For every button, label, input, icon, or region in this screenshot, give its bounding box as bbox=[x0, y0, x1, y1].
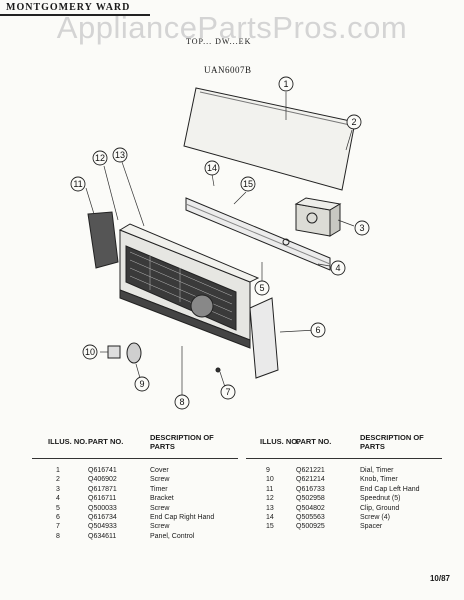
callout-label: 9 bbox=[139, 379, 144, 389]
table-cell-part: Q500033 bbox=[88, 504, 117, 512]
table-cell-part: Q616734 bbox=[88, 514, 117, 521]
table-cell-no: 13 bbox=[266, 504, 274, 512]
table-cell-part: Q616741 bbox=[88, 467, 117, 474]
callout-11 bbox=[70, 176, 86, 192]
callout-label: 13 bbox=[115, 150, 125, 160]
callout-9 bbox=[134, 376, 150, 392]
timer-unit bbox=[294, 197, 342, 237]
callout-15 bbox=[240, 176, 256, 192]
callout-3 bbox=[354, 220, 370, 236]
callout-5 bbox=[254, 280, 270, 296]
callout-label: 6 bbox=[315, 325, 320, 335]
callout-label: 11 bbox=[73, 179, 82, 189]
table-cell-part: Q616711 bbox=[88, 495, 117, 503]
control-panel bbox=[118, 223, 260, 349]
callout-1 bbox=[278, 76, 294, 92]
cover-panel bbox=[183, 87, 356, 191]
callout-label: 7 bbox=[225, 387, 230, 397]
table-cell-desc: Bracket bbox=[150, 495, 174, 503]
callout-10 bbox=[82, 344, 98, 360]
timer-knob bbox=[107, 345, 121, 359]
table-cell-part: Q505563 bbox=[296, 514, 325, 521]
callout-2 bbox=[346, 114, 362, 130]
callout-label: 12 bbox=[95, 153, 105, 163]
table-cell-no: 4 bbox=[56, 495, 60, 503]
table-cell-no: 11 bbox=[266, 485, 274, 493]
header-illus: ILLUS. NO. bbox=[48, 437, 88, 446]
table-cell-part: Q500925 bbox=[296, 523, 325, 531]
table-cell-part: Q504933 bbox=[88, 523, 117, 531]
table-cell-part: Q406902 bbox=[88, 476, 117, 484]
exploded-parts-diagram: 1 2 3 4 5 6 7 8 9 10 11 12 13 14 15 bbox=[70, 76, 370, 410]
table-cell-no: 1 bbox=[56, 467, 60, 474]
header-illus: ILLUS. NO. bbox=[260, 437, 300, 446]
header-part: PART NO. bbox=[88, 437, 124, 446]
table-cell-desc: Clip, Ground bbox=[360, 504, 400, 512]
table-cell-desc: End Cap Right Hand bbox=[150, 514, 215, 521]
model-number: UAN6007B bbox=[204, 65, 252, 75]
table-cell-desc: Dial, Timer bbox=[360, 467, 394, 474]
table-cell-no: 8 bbox=[56, 532, 60, 540]
table-cell-desc: Screw bbox=[150, 504, 170, 512]
table-cell-part: Q616733 bbox=[296, 485, 325, 493]
header-rule bbox=[0, 14, 150, 16]
callout-label: 10 bbox=[85, 347, 95, 357]
callout-label: 5 bbox=[259, 283, 264, 293]
timer-dial bbox=[126, 342, 142, 364]
header-part: PART NO. bbox=[296, 437, 332, 446]
end-cap-left bbox=[87, 211, 119, 269]
brand-name: MONTGOMERY WARD bbox=[6, 2, 131, 13]
table-cell-part: Q504802 bbox=[296, 504, 325, 512]
table-cell-desc: Screw (4) bbox=[360, 514, 390, 521]
table-cell-part: Q621221 bbox=[296, 467, 325, 474]
callout-label: 4 bbox=[335, 263, 340, 273]
watermark: AppliancePartsPros.com bbox=[56, 10, 408, 45]
callout-14 bbox=[204, 160, 220, 176]
table-cell-desc: Knob, Timer bbox=[360, 476, 398, 484]
table-cell-part: Q621214 bbox=[296, 476, 325, 484]
header-rule-left bbox=[32, 458, 238, 459]
table-cell-no: 5 bbox=[56, 504, 60, 512]
table-cell-no: 3 bbox=[56, 485, 60, 493]
table-cell-no: 6 bbox=[56, 514, 60, 521]
end-cap-right bbox=[249, 297, 279, 379]
callout-4 bbox=[330, 260, 346, 276]
callout-13 bbox=[112, 147, 128, 163]
table-cell-desc: Cover bbox=[150, 467, 169, 474]
section-title: TOP... DW...EK bbox=[186, 37, 252, 46]
header-desc: DESCRIPTION OF PARTS bbox=[150, 433, 214, 451]
table-cell-no: 7 bbox=[56, 523, 60, 531]
callout-label: 1 bbox=[283, 79, 288, 89]
callout-12 bbox=[92, 150, 108, 166]
header-desc: DESCRIPTION OF PARTS bbox=[360, 433, 424, 451]
callout-label: 8 bbox=[179, 397, 184, 407]
callout-7 bbox=[220, 384, 236, 400]
screw bbox=[215, 367, 221, 373]
callout-6 bbox=[310, 322, 326, 338]
callout-8 bbox=[174, 394, 190, 410]
table-cell-no: 12 bbox=[266, 495, 274, 503]
table-cell-desc: Spacer bbox=[360, 523, 383, 531]
table-cell-desc: Screw bbox=[150, 476, 170, 484]
table-cell-no: 14 bbox=[266, 514, 274, 521]
header-rule-right bbox=[246, 458, 442, 459]
table-cell-part: Q617871 bbox=[88, 485, 117, 493]
table-cell-desc: Panel, Control bbox=[150, 532, 195, 540]
callout-label: 3 bbox=[359, 223, 364, 233]
callout-label: 15 bbox=[243, 179, 253, 189]
revision-date: 10/87 bbox=[429, 574, 450, 583]
callout-label: 2 bbox=[351, 117, 356, 127]
table-cell-no: 10 bbox=[266, 476, 274, 484]
table-cell-no: 15 bbox=[266, 523, 274, 531]
callout-label: 14 bbox=[207, 163, 217, 173]
table-cell-part: Q502958 bbox=[296, 495, 325, 503]
table-cell-no: 9 bbox=[266, 467, 270, 474]
table-cell-desc: Speednut (5) bbox=[360, 495, 401, 503]
table-cell-part: Q634611 bbox=[88, 532, 117, 540]
table-cell-no: 2 bbox=[56, 476, 60, 484]
table-cell-desc: Timer bbox=[150, 485, 168, 493]
table-cell-desc: End Cap Left Hand bbox=[360, 485, 420, 493]
table-cell-desc: Screw bbox=[150, 523, 170, 531]
